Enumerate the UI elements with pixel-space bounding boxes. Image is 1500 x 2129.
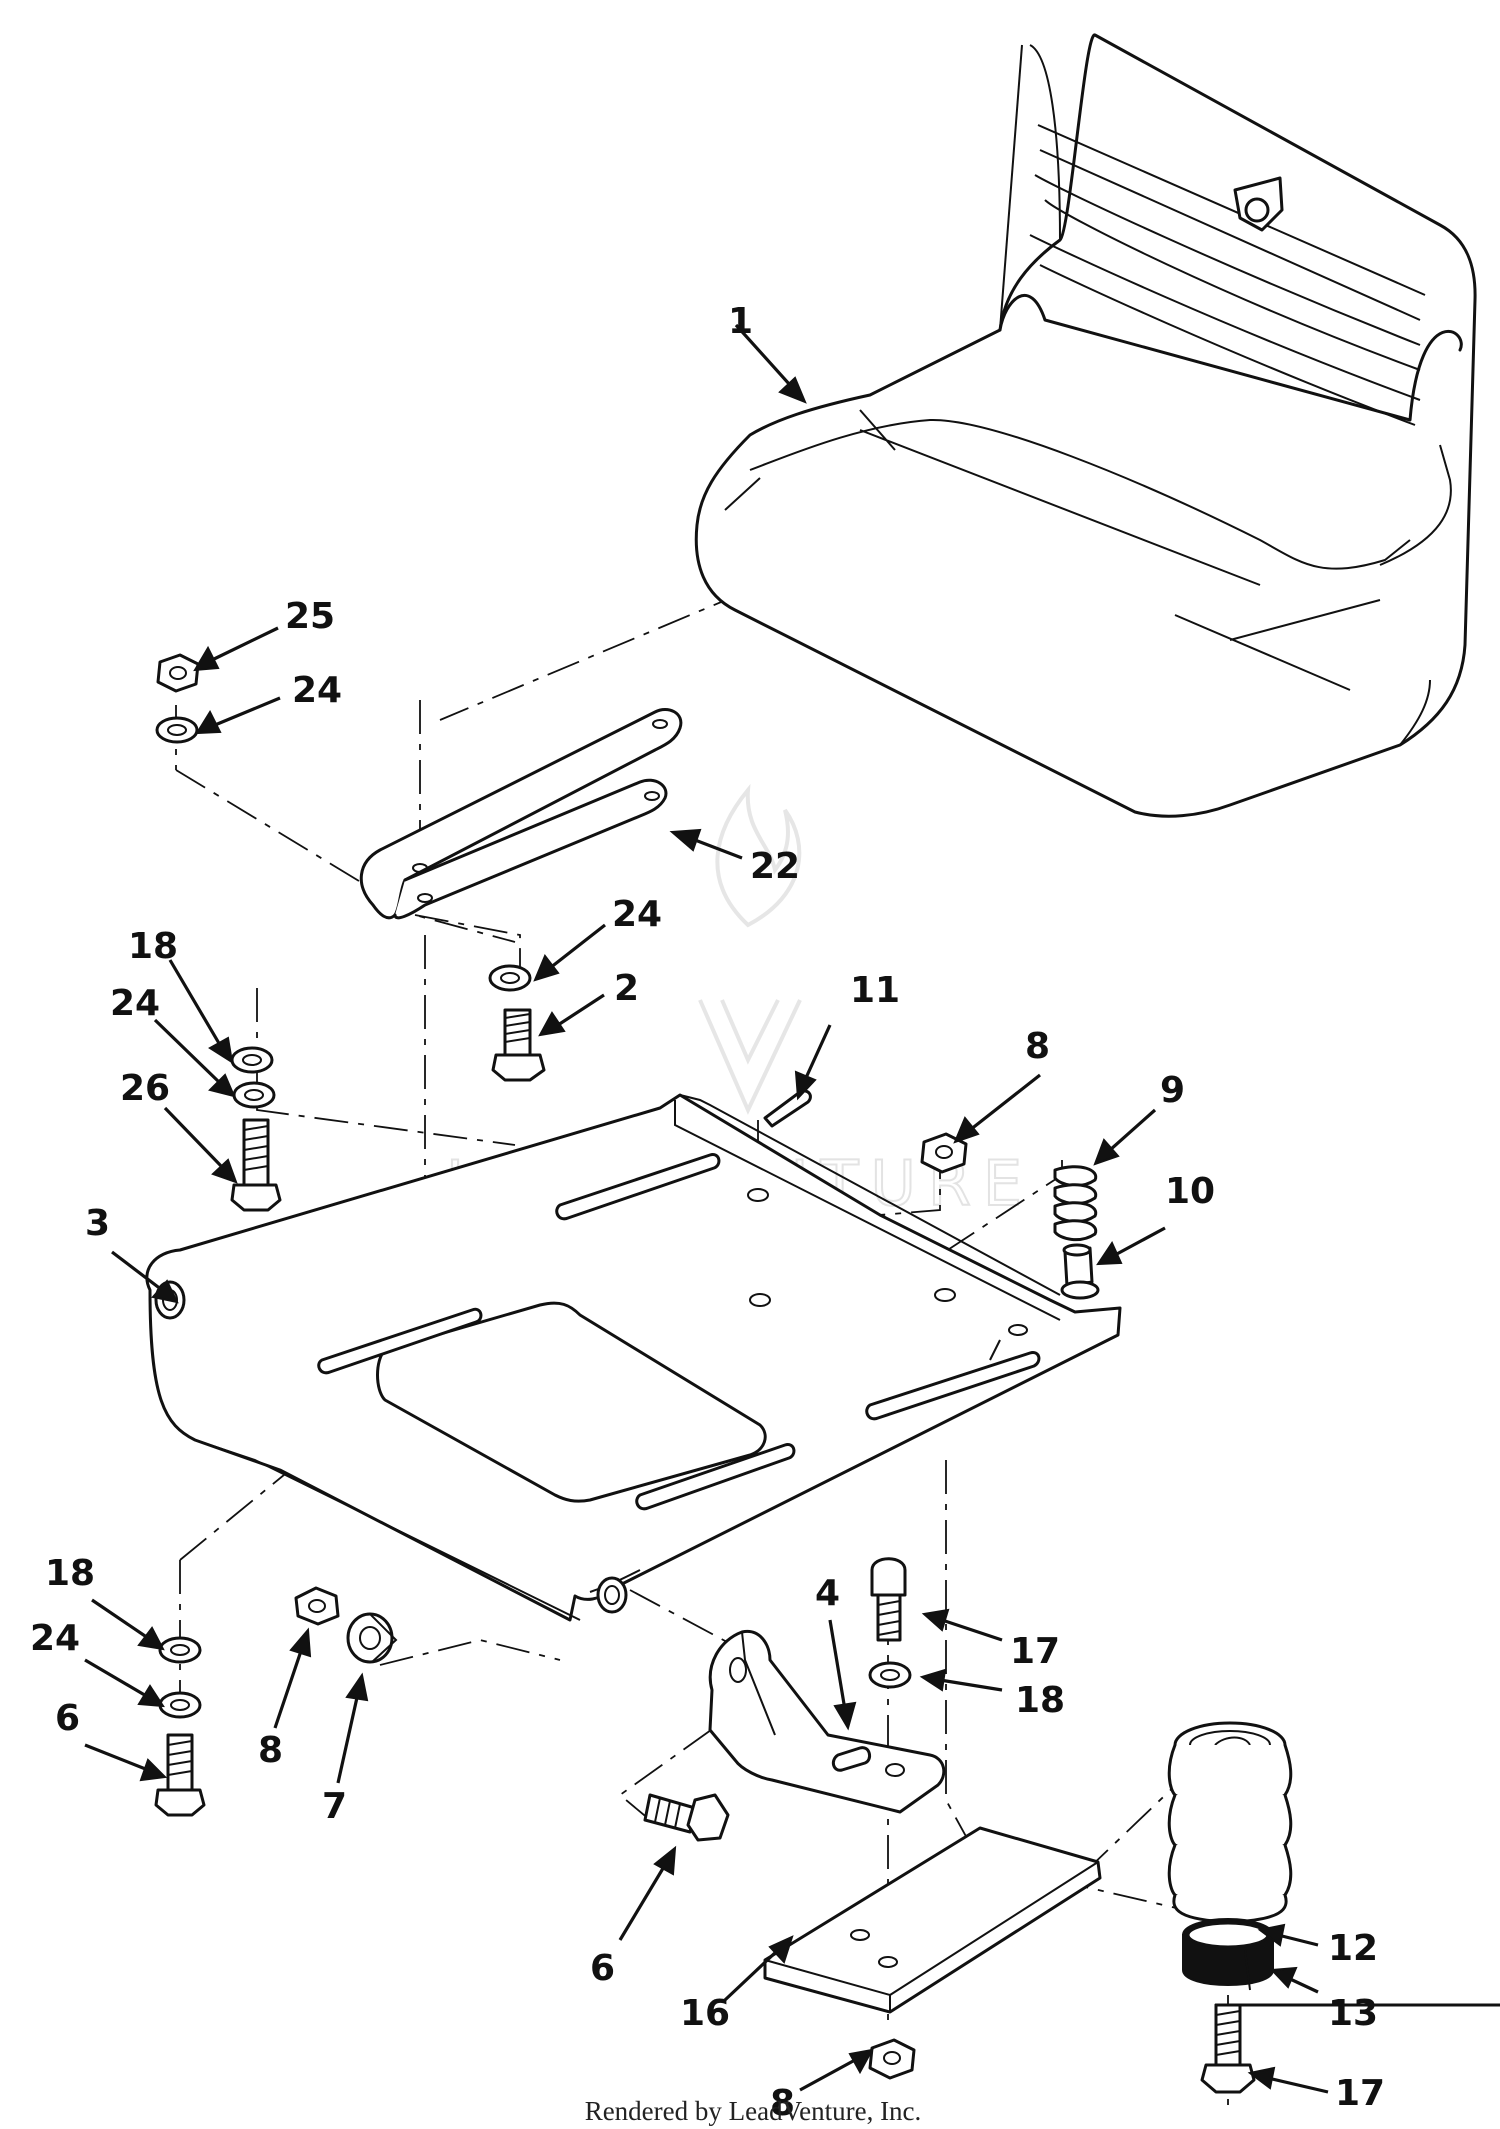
callout-22: 22: [750, 846, 800, 887]
hex-nut-25: [156, 653, 200, 693]
callout-17: 17: [1010, 1631, 1060, 1672]
bolt-6b: [643, 1793, 730, 1842]
leader-18c: [919, 1668, 1003, 1692]
leader-24b: [533, 923, 606, 982]
leader-10: [1096, 1226, 1166, 1266]
bolt-17a: [870, 1557, 907, 1642]
callout-6: 6: [55, 1698, 80, 1739]
callout-16: 16: [680, 1993, 730, 2034]
flat-washer-18b: [158, 1636, 202, 1664]
callout-10: 10: [1165, 1171, 1215, 1212]
leader-3: [111, 1250, 179, 1304]
callout-12: 12: [1328, 1928, 1378, 1969]
leader-8c: [799, 2048, 874, 2092]
leader-6b: [618, 1845, 677, 1941]
seat-latch-icon: [1233, 176, 1284, 232]
bolt-6a: [154, 1733, 206, 1817]
leader-2: [538, 993, 605, 1037]
callout-8: 8: [770, 2083, 795, 2124]
leader-8a: [953, 1073, 1041, 1144]
leader-11: [794, 1024, 832, 1101]
spring-12: [1167, 1721, 1293, 1924]
callout-24: 24: [292, 670, 342, 711]
callout-24: 24: [30, 1618, 80, 1659]
leader-17b: [1247, 2066, 1329, 2094]
leader-arrows: [84, 323, 1329, 2094]
callout-13: 13: [1328, 1993, 1378, 2034]
seat: [694, 33, 1477, 818]
hardware: [154, 653, 1500, 2094]
leader-9: [1093, 1108, 1157, 1166]
leader-22: [669, 828, 743, 860]
callout-7: 7: [322, 1786, 347, 1827]
callout-3: 3: [85, 1203, 110, 1244]
callout-24: 24: [110, 983, 160, 1024]
lock-washer-24b: [488, 964, 532, 992]
callout-18: 18: [1015, 1680, 1065, 1721]
callout-18: 18: [128, 926, 178, 967]
base-plate: [763, 1826, 1102, 2014]
callout-24: 24: [612, 894, 662, 935]
leader-18a: [168, 959, 234, 1065]
leader-12: [1257, 1923, 1319, 1947]
leader-8b: [273, 1627, 312, 1729]
callout-26: 26: [120, 1068, 170, 1109]
callout-8: 8: [258, 1730, 283, 1771]
leader-24a: [195, 696, 281, 735]
callout-2: 2: [614, 968, 639, 1009]
hex-nut-8b: [294, 1586, 340, 1626]
callout-labels: 1 25 24 22 24 2 18 24 26 11 8 9 10 3 18 …: [30, 301, 1385, 2124]
bolt-17b: [1200, 2003, 1500, 2094]
leader-6a: [84, 1743, 168, 1782]
hex-nut-8c: [868, 2038, 916, 2080]
callout-11: 11: [850, 970, 900, 1011]
leader-4: [828, 1619, 857, 1731]
cotter-pin-11: [763, 1089, 812, 1128]
leader-26: [163, 1106, 238, 1184]
pin-10: [1060, 1243, 1100, 1300]
seat-hinge-bracket: [359, 707, 683, 920]
callout-8: 8: [1025, 1026, 1050, 1067]
callout-17: 17: [1335, 2073, 1385, 2114]
hex-nut-8a: [920, 1132, 968, 1174]
lock-washer-24a: [155, 716, 199, 744]
seat-mounting-plate: [145, 1093, 1122, 1622]
spacer-7: [346, 1612, 398, 1664]
leader-25: [193, 626, 279, 672]
lock-washer-24c: [232, 1081, 276, 1109]
pivot-bracket: [708, 1629, 946, 1814]
leader-16: [723, 1935, 794, 2002]
flat-washer-18c: [868, 1661, 912, 1689]
callout-6: 6: [590, 1948, 615, 1989]
leader-17a: [921, 1608, 1003, 1642]
watermark-logo: [698, 783, 802, 1115]
leader-1: [734, 323, 807, 404]
lock-washer-24d: [158, 1691, 202, 1719]
rubber-bumper: [1182, 1918, 1274, 1991]
callout-1: 1: [728, 301, 753, 342]
callout-18: 18: [45, 1553, 95, 1594]
bolt-26: [230, 1118, 282, 1212]
callout-4: 4: [815, 1573, 840, 1614]
bolt-2: [491, 1008, 546, 1082]
leader-7: [336, 1672, 369, 1784]
flat-washer-18a: [230, 1046, 274, 1074]
leader-18b: [91, 1598, 165, 1651]
leader-13: [1269, 1966, 1319, 1994]
callout-25: 25: [285, 596, 335, 637]
callout-9: 9: [1160, 1070, 1185, 1111]
leader-24d: [84, 1658, 165, 1708]
render-credit: Rendered by LeadVenture, Inc.: [585, 2096, 922, 2126]
leader-24c: [153, 1018, 236, 1098]
spring-9: [1053, 1165, 1098, 1242]
